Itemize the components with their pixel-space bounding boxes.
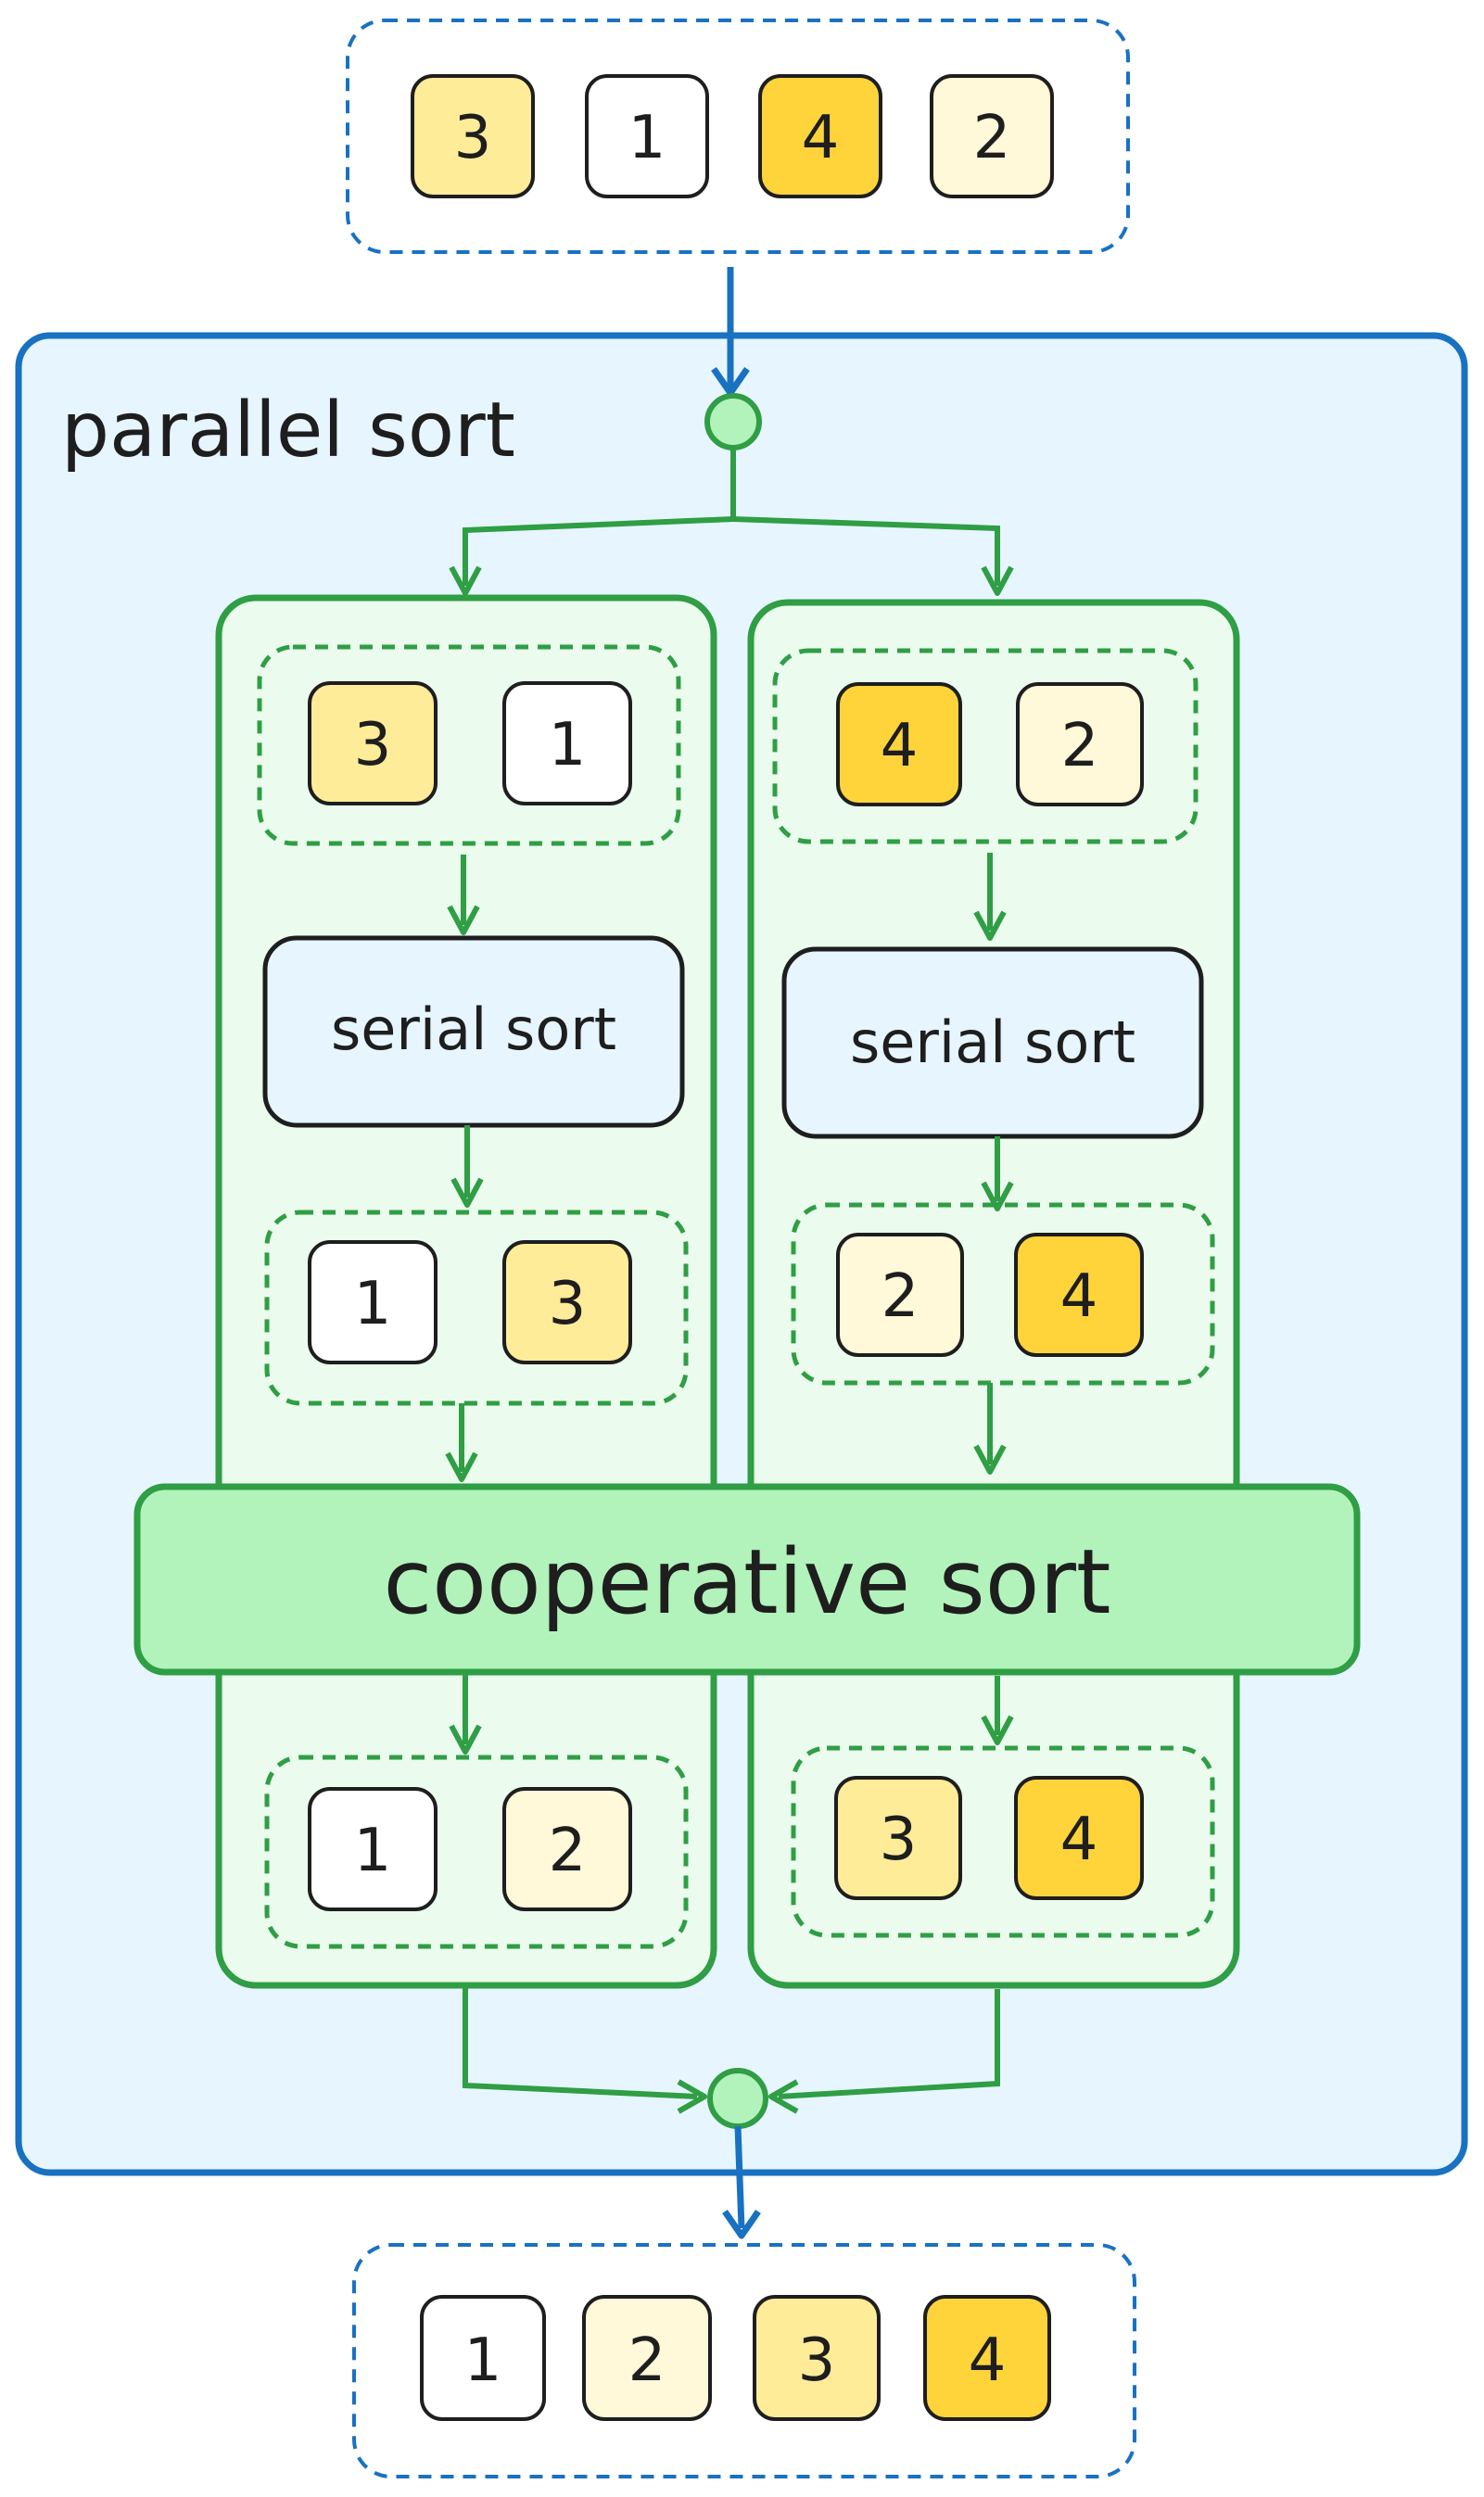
array-cell: 4: [836, 682, 962, 806]
array-cell: 1: [585, 74, 709, 198]
input-arrow-head: [711, 367, 750, 397]
cell-value: 4: [881, 712, 919, 780]
serial-sort-label: serial sort: [331, 995, 616, 1063]
array-cell: 4: [923, 2295, 1051, 2421]
cell-value: 1: [354, 1817, 392, 1885]
flow-arrow-head: [981, 1715, 1014, 1745]
join-edge: [778, 1989, 1000, 2099]
cell-box: [502, 681, 632, 805]
cell-value: 4: [969, 2326, 1007, 2395]
fork-edge: [463, 448, 736, 586]
cell-box: [420, 2295, 546, 2421]
flow-arrow-head: [973, 910, 1007, 941]
cell-box: [1014, 1776, 1144, 1900]
output-array: 1 2 3 4: [420, 2295, 1051, 2421]
array-cell: 2: [502, 1787, 632, 1911]
cell-value: 1: [464, 2326, 502, 2395]
array-cell: 1: [502, 681, 632, 805]
cell-value: 2: [882, 1262, 920, 1331]
array-cell: 2: [582, 2295, 712, 2421]
cooperative-sort-box: [133, 1483, 1361, 1676]
flow-arrow-head: [449, 1724, 482, 1755]
cell-box: [1014, 1233, 1144, 1357]
cell-box: [585, 74, 709, 198]
input-array: 3 1 4 2: [411, 74, 1054, 198]
cell-box: [411, 74, 535, 198]
array-cell: 1: [420, 2295, 546, 2421]
cell-box: [753, 2295, 881, 2421]
cell-value: 4: [1060, 1806, 1098, 1874]
array-cell: 3: [753, 2295, 881, 2421]
cell-value: 1: [628, 104, 666, 172]
flow-arrow-head: [445, 1451, 478, 1482]
array-cell: 1: [308, 1787, 438, 1911]
cell-box: [582, 2295, 712, 2421]
cell-box: [836, 682, 962, 806]
flow-arrow-head: [981, 1181, 1014, 1211]
cell-box: [758, 74, 882, 198]
cell-box: [308, 1787, 438, 1911]
cell-box: [308, 681, 438, 805]
cell-value: 2: [1061, 712, 1099, 780]
array-cell: 4: [1014, 1233, 1144, 1357]
output-arrow: [734, 2125, 745, 2229]
array-cell: 4: [1014, 1776, 1144, 1900]
output-arrow-head: [722, 2210, 761, 2239]
array-cell: 3: [502, 1240, 632, 1364]
array-cell: 1: [308, 1240, 438, 1364]
join-arrow-head: [677, 2079, 707, 2114]
cell-box: [836, 1233, 964, 1357]
cell-value: 1: [549, 711, 587, 780]
fork-arrow-head: [981, 565, 1014, 596]
cell-value: 3: [549, 1270, 587, 1338]
array-cell: 3: [308, 681, 438, 805]
array-cell: 2: [1016, 682, 1144, 806]
cell-box: [923, 2295, 1051, 2421]
cell-value: 1: [354, 1270, 392, 1338]
sorted-group: [264, 1210, 689, 1406]
fork-arrow-head: [449, 565, 482, 596]
cell-value: 4: [802, 104, 840, 172]
fork-node: [704, 393, 762, 450]
sorted-group: [791, 1202, 1215, 1386]
join-edge: [463, 1987, 698, 2099]
cell-value: 3: [798, 2326, 836, 2395]
array-cell: 3: [834, 1776, 962, 1900]
cooperative-sort-label: cooperative sort: [383, 1530, 1110, 1634]
serial-sort-label: serial sort: [850, 1008, 1135, 1076]
branch-left: [215, 594, 717, 1989]
cell-value: 3: [880, 1806, 918, 1874]
cell-value: 4: [1060, 1262, 1098, 1331]
join-arrow-head: [768, 2079, 799, 2114]
cell-value: 3: [354, 711, 392, 780]
cell-value: 2: [549, 1817, 587, 1885]
array-cell: 4: [758, 74, 882, 198]
join-node: [707, 2068, 768, 2129]
cell-box: [930, 74, 1054, 198]
cell-box: [502, 1787, 632, 1911]
flow-arrow-head: [450, 1177, 484, 1208]
fork-edge: [732, 516, 1000, 586]
container-title: parallel sort: [61, 387, 515, 475]
flow-arrow-head: [973, 1444, 1007, 1475]
serial-sort-box: [781, 946, 1204, 1139]
cell-box: [502, 1240, 632, 1364]
array-cell: 2: [836, 1233, 964, 1357]
branch-input-group: [257, 644, 681, 846]
cell-box: [1016, 682, 1144, 806]
cell-box: [834, 1776, 962, 1900]
array-cell: 3: [411, 74, 535, 198]
array-cell: 2: [930, 74, 1054, 198]
branch-right: [747, 599, 1240, 1989]
input-array-group: [346, 19, 1130, 254]
serial-sort-box: [262, 935, 685, 1128]
cell-box: [308, 1240, 438, 1364]
cell-value: 2: [628, 2326, 666, 2395]
cell-value: 2: [973, 104, 1011, 172]
branch-input-group: [772, 648, 1199, 844]
flow-arrow-head: [447, 905, 480, 935]
cell-value: 3: [454, 104, 492, 172]
